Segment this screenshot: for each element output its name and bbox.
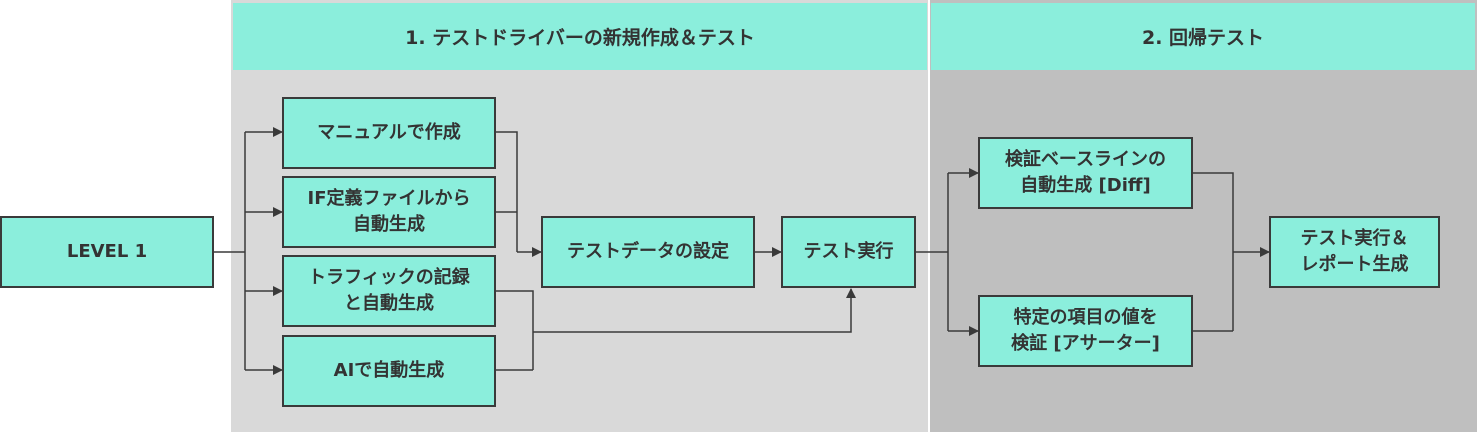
- node-if-file-generate: IF定義ファイルから 自動生成: [282, 176, 496, 248]
- node-traffic-record: トラフィックの記録 と自動生成: [282, 255, 496, 327]
- connector-manual-out: [495, 131, 518, 252]
- node-report-generate: テスト実行＆ レポート生成: [1269, 216, 1440, 288]
- connector-baseline-out: [1193, 172, 1234, 331]
- phase2-header: 2. 回帰テスト: [931, 3, 1475, 70]
- node-ai-generate: AIで自動生成: [282, 335, 496, 407]
- phase1-header: 1. テストドライバーの新規作成＆テスト: [233, 3, 927, 70]
- connector-traffic-out: [495, 290, 534, 370]
- node-level-1: LEVEL 1: [0, 216, 214, 288]
- node-manual-create: マニュアルで作成: [282, 97, 496, 169]
- node-baseline-generate: 検証ベースラインの 自動生成 [Diff]: [978, 137, 1193, 209]
- arrow-to-run-bottom: [533, 288, 856, 333]
- node-test-run: テスト実行: [781, 216, 916, 288]
- node-assert-verify: 特定の項目の値を 検証 [アサーター]: [978, 295, 1193, 367]
- node-test-data-setup: テストデータの設定: [541, 216, 755, 288]
